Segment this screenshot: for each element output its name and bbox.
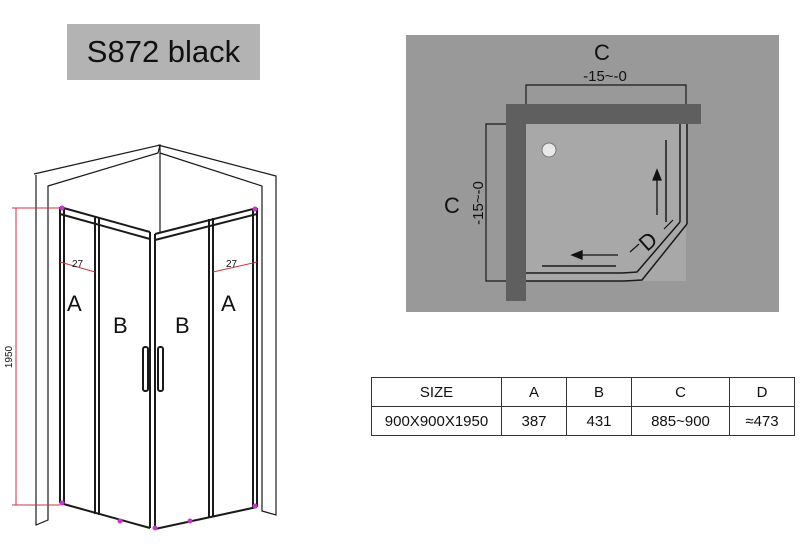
table-row: 900X900X1950 387 431 885~900 ≈473 [371,406,795,436]
wall-outline [33,144,277,526]
profile-left-label: 27 [72,259,84,270]
panel-label-b-left: B [113,313,128,338]
left-dimension [485,123,506,282]
profile-right-label: 27 [226,259,238,270]
top-dimension [525,84,687,104]
door-handles [142,346,164,392]
wall-top [506,104,701,124]
drain-icon [541,142,557,158]
header-b: B [566,377,632,407]
panel-label-a-right: A [221,291,236,316]
cell-d: ≈473 [729,406,795,436]
spec-table: SIZE A B C D 900X900X1950 387 431 885~90… [371,377,795,436]
left-side-frame [59,206,156,529]
height-label: 1950 [4,345,15,368]
cell-c: 885~900 [631,406,730,436]
product-title: S872 black [86,34,241,69]
panel-label-b-right: B [175,313,190,338]
screen-lines [526,124,688,282]
wall-left [506,104,526,301]
spec-header-row: SIZE A B C D [371,377,795,407]
top-dim-label: C [594,40,610,65]
header-a: A [501,377,567,407]
left-tolerance: -15~-0 [470,181,487,225]
profile-dimension-marks [59,261,258,273]
header-d: D [729,377,795,407]
product-title-box: S872 black [67,24,260,80]
top-tolerance: -15~-0 [583,68,627,85]
cell-a: 387 [501,406,567,436]
fixing-markers [59,205,258,531]
slide-arrows [570,168,662,260]
header-c: C [631,377,730,407]
entry-diagonal-marks [629,219,674,253]
panel-label-a-left: A [67,291,82,316]
height-dimension [12,207,60,506]
header-size: SIZE [371,377,502,407]
cell-size: 900X900X1950 [371,406,502,436]
left-dim-label: C [444,193,460,218]
right-side-frame [154,207,258,530]
cell-b: 431 [566,406,632,436]
